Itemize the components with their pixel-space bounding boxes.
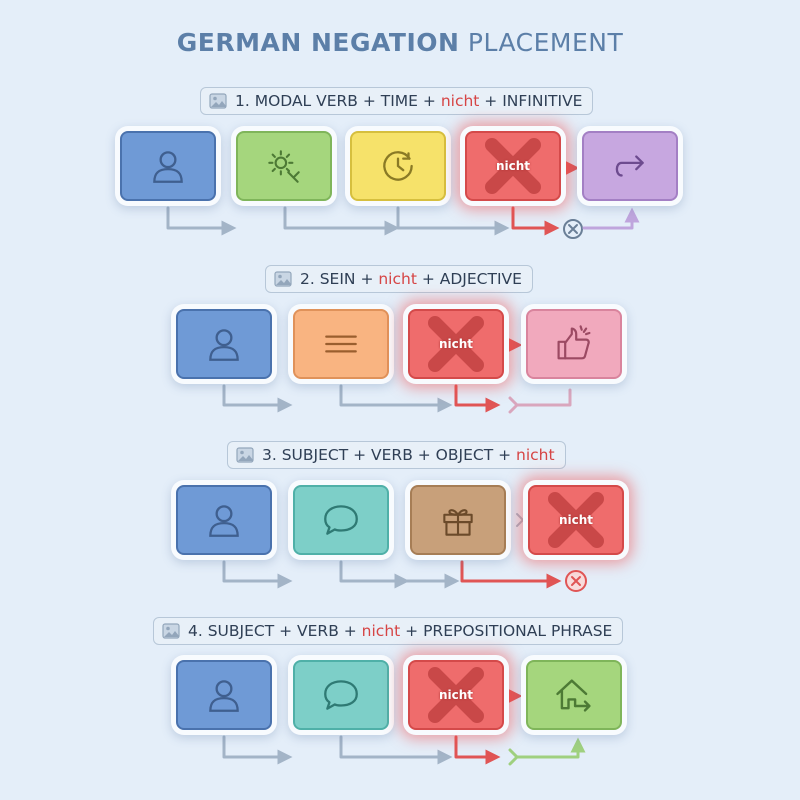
house-arrow-icon [556, 679, 591, 712]
text-lines-icon [325, 335, 357, 353]
connector-line [396, 206, 510, 236]
tile-nicht: nicht [528, 485, 624, 555]
row-3-label-text: 3. SUBJECT + VERB + OBJECT + nicht [262, 446, 555, 464]
person-icon [209, 505, 239, 537]
row-1-label: 1. MODAL VERB + TIME + nicht + INFINITIV… [200, 87, 594, 115]
tile-time [350, 131, 446, 201]
gift-icon [443, 509, 473, 536]
x-mark-icon [428, 667, 484, 723]
connector-line [222, 735, 293, 765]
row-1-connectors [166, 160, 640, 239]
row-1-label-text: 1. MODAL VERB + TIME + nicht + INFINITIV… [235, 92, 583, 110]
row-2-label-text: 2. SEIN + nicht + ADJECTIVE [300, 270, 522, 288]
tile-verb [293, 660, 389, 730]
connector-line [508, 388, 572, 414]
person-icon [153, 151, 183, 183]
speech-bubble-icon [324, 680, 358, 710]
tile-prepositional-phrase [526, 660, 622, 730]
row-3-connectors [222, 513, 587, 592]
connector-line [283, 206, 400, 236]
connector-line [582, 207, 640, 230]
row-4-label-text: 4. SUBJECT + VERB + nicht + PREPOSITIONA… [188, 622, 613, 640]
negation-connector [511, 206, 560, 236]
speech-bubble-icon [324, 505, 358, 535]
negation-connector [454, 384, 501, 413]
nicht-label: nicht [438, 688, 474, 702]
connector-line [339, 560, 410, 589]
x-mark-icon [428, 316, 484, 372]
image-icon [209, 93, 227, 109]
negation-connector [460, 560, 562, 589]
tile-nicht: nicht [408, 309, 504, 379]
tile-subject [176, 660, 272, 730]
clock-icon [383, 151, 413, 181]
x-mark-icon [485, 138, 541, 194]
tile-subject [176, 485, 272, 555]
nicht-label: nicht [438, 337, 474, 351]
connector-line [166, 206, 237, 236]
chevron-connector [516, 513, 524, 527]
x-mark-icon [548, 492, 604, 548]
connector-line [222, 560, 293, 589]
tile-subject [176, 309, 272, 379]
person-icon [209, 329, 239, 361]
thumbs-up-icon [557, 325, 591, 360]
row-2-connectors [222, 337, 572, 414]
row-4-connectors [222, 688, 578, 766]
connector-line [222, 384, 293, 413]
blocked-x [568, 224, 578, 234]
row-3-label: 3. SUBJECT + VERB + OBJECT + nicht [227, 441, 566, 469]
page-title: GERMAN NEGATION PLACEMENT [0, 28, 800, 57]
title-bold: GERMAN NEGATION [176, 28, 460, 57]
tile-nicht: nicht [408, 660, 504, 730]
tile-nicht: nicht [465, 131, 561, 201]
person-icon [209, 680, 239, 712]
tile-adjective [526, 309, 622, 379]
nicht-label: nicht [558, 513, 594, 527]
tile-object [410, 485, 506, 555]
tile-subject [120, 131, 216, 201]
gear-wrench-icon [268, 150, 300, 183]
tile-modal-verb [236, 131, 332, 201]
row-4-label: 4. SUBJECT + VERB + nicht + PREPOSITIONA… [153, 617, 624, 645]
row-2-label: 2. SEIN + nicht + ADJECTIVE [265, 265, 533, 293]
tile-verb [293, 485, 389, 555]
redo-arrow-icon [615, 155, 644, 177]
tile-infinitive [582, 131, 678, 201]
image-icon [236, 447, 254, 463]
nicht-label: nicht [495, 159, 531, 173]
tile-sein [293, 309, 389, 379]
error-x [571, 576, 581, 586]
connector-line [508, 742, 578, 766]
image-icon [274, 271, 292, 287]
title-light: PLACEMENT [467, 28, 624, 57]
connector-line [339, 735, 453, 765]
negation-connector [454, 735, 501, 765]
connector-line [339, 384, 453, 413]
image-icon [162, 623, 180, 639]
